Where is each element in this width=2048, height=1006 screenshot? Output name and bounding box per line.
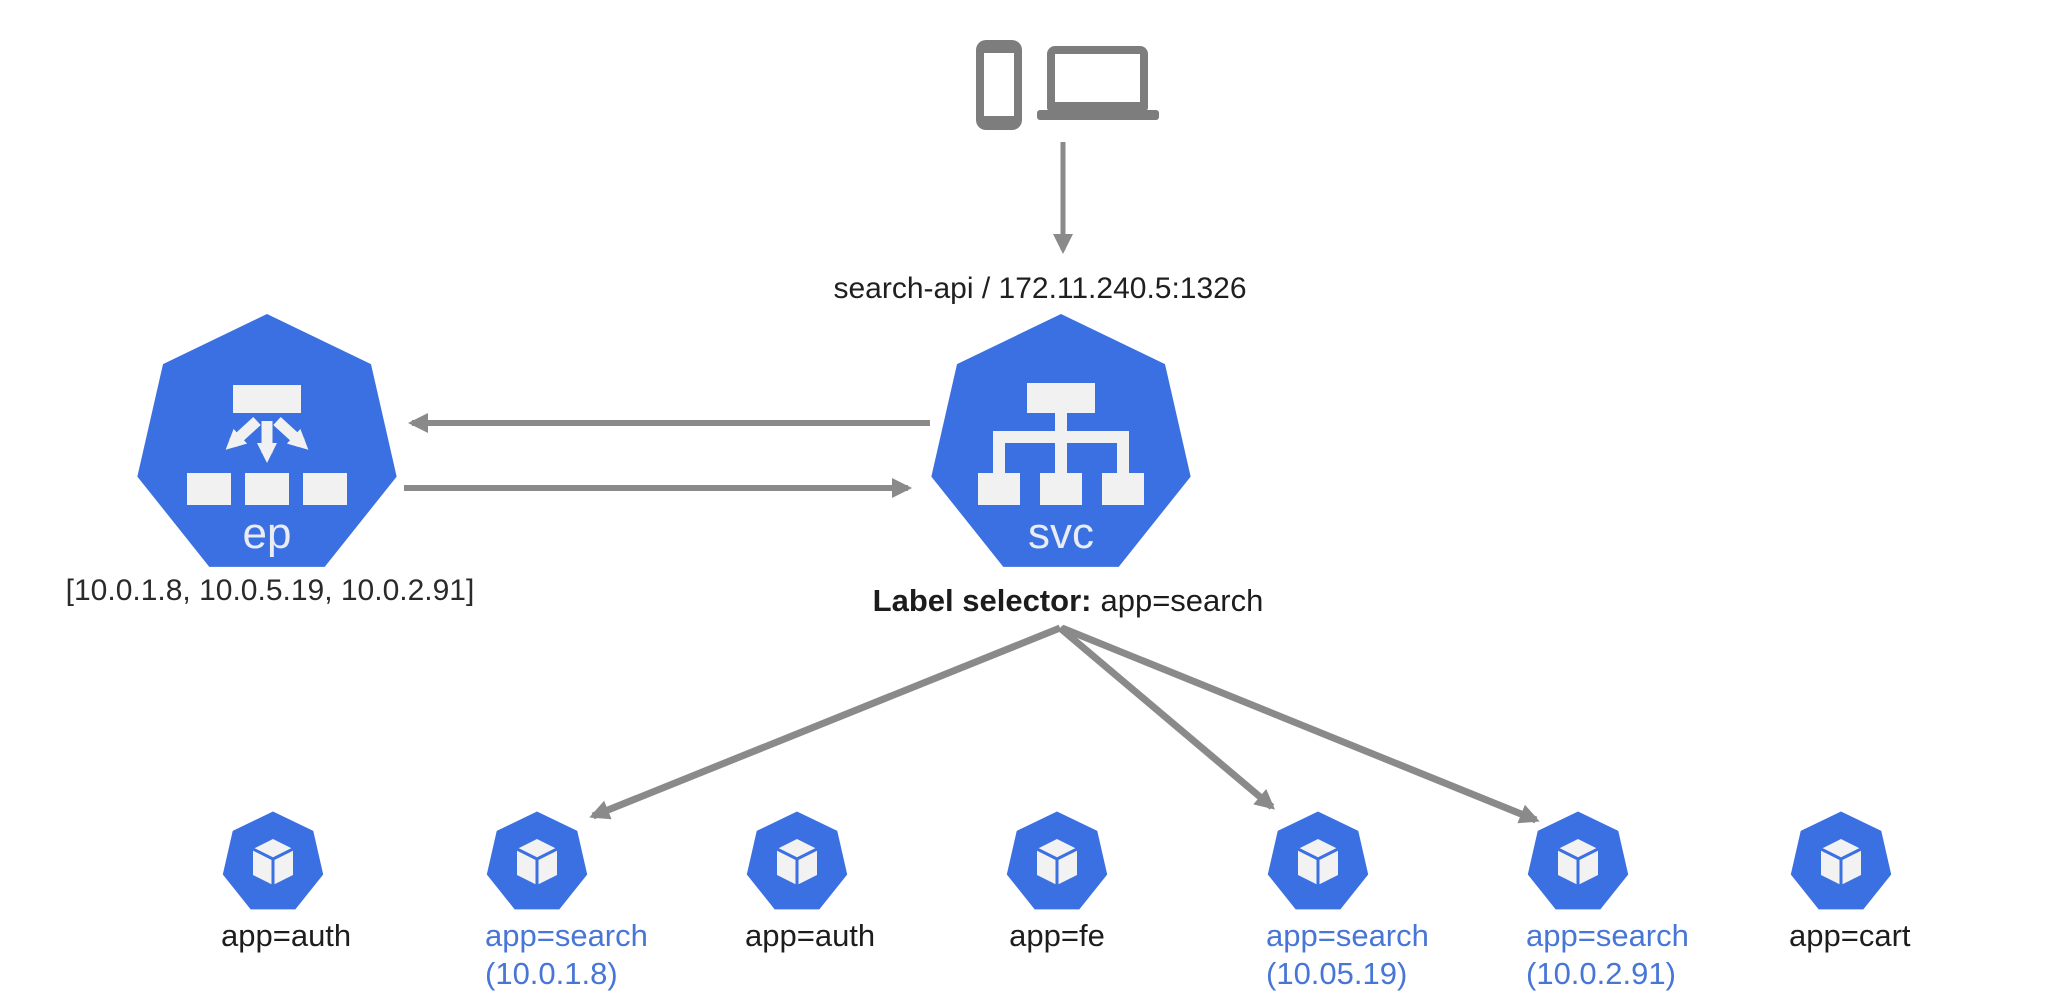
- pod-3: app=auth: [745, 811, 876, 955]
- laptop-icon: [1047, 46, 1148, 110]
- label-selector-text: Label selector:app=search: [768, 582, 1368, 620]
- endpoints-abbr-label: ep: [242, 509, 292, 558]
- pod-label: app=search: [1526, 918, 1689, 953]
- pod-label: app=fe: [1009, 918, 1105, 953]
- service-heptagon: [931, 314, 1191, 567]
- laptop-base-icon: [1037, 110, 1159, 120]
- arrow-selector-to-pod-6: [1060, 624, 1540, 824]
- service-address-label: search-api / 172.11.240.5:1326: [833, 272, 1247, 305]
- pod-label: app=search: [1266, 918, 1429, 953]
- pod-label: app=cart: [1789, 918, 1911, 953]
- pod-label: app=auth: [221, 918, 352, 953]
- phone-icon: [976, 40, 1022, 130]
- pod-cube-icon: [1006, 811, 1108, 910]
- service-abbr-label: svc: [1028, 509, 1094, 558]
- pod-7: app=cart: [1789, 811, 1911, 955]
- pod-ip-label: (10.05.19): [1266, 956, 1408, 991]
- service-tree-icon: [978, 383, 1144, 505]
- pod-cube-icon: [746, 811, 848, 910]
- pod-cube-icon: [1790, 811, 1892, 910]
- pod-5: app=search (10.05.19): [1266, 811, 1429, 993]
- endpoints-heptagon: [137, 314, 397, 567]
- pod-cube-icon: [222, 811, 324, 910]
- pod-ip-label: (10.0.1.8): [485, 956, 618, 991]
- arrow-selector-to-pod-5: [1057, 625, 1276, 810]
- pod-1: app=auth: [221, 811, 352, 955]
- pod-cube-icon: [486, 811, 588, 910]
- pod-cube-icon: [1527, 811, 1629, 910]
- pod-label: app=auth: [745, 918, 876, 953]
- pod-4: app=fe: [1005, 811, 1109, 955]
- endpoints-node: ep: [133, 313, 401, 581]
- pod-label: app=search: [485, 918, 648, 953]
- arrow-selector-to-pod-2: [589, 624, 1062, 820]
- endpoints-ip-list: [10.0.1.8, 10.0.5.19, 10.0.2.91]: [65, 574, 475, 607]
- pod-ip-label: (10.0.2.91): [1526, 956, 1676, 991]
- label-selector-key: Label selector:: [872, 583, 1092, 618]
- pod-2: app=search (10.0.1.8): [485, 811, 648, 993]
- endpoints-distribution-icon: [187, 385, 347, 505]
- label-selector-value: app=search: [1100, 583, 1264, 618]
- pod-cube-icon: [1267, 811, 1369, 910]
- pod-6: app=search (10.0.2.91): [1526, 811, 1689, 993]
- service-node: svc: [927, 313, 1195, 581]
